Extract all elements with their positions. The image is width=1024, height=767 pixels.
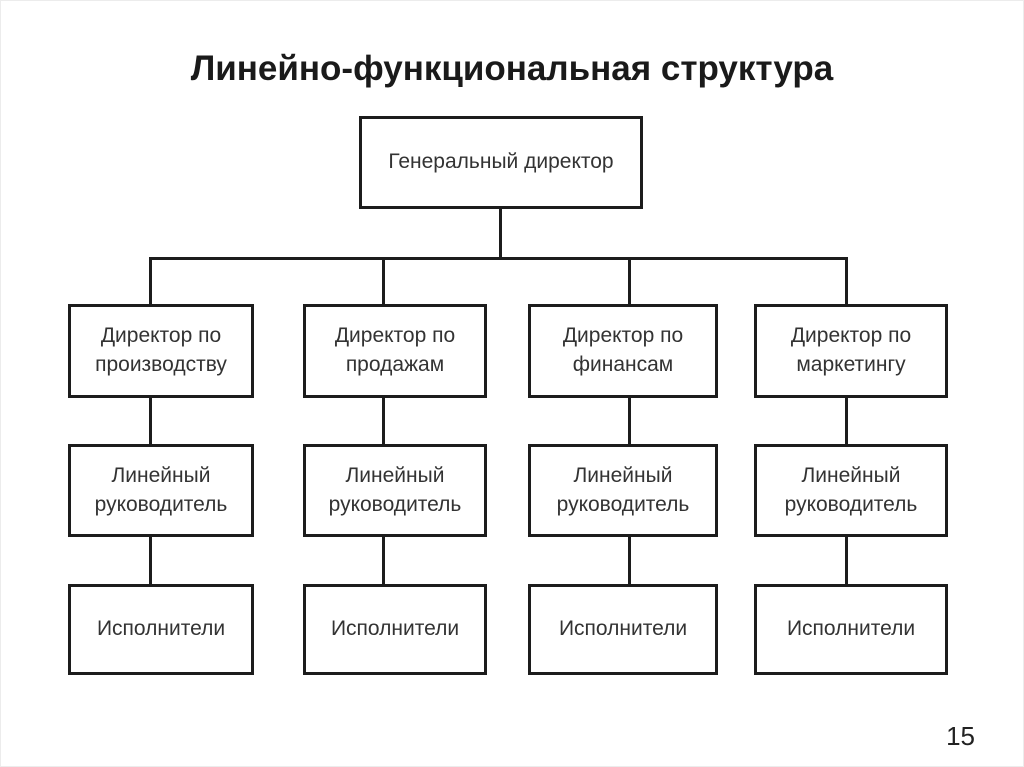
node-director-production: Директор по производству (68, 304, 254, 398)
node-line-manager-4-label: Линейный руководитель (784, 463, 918, 516)
node-director-finance: Директор по финансам (528, 304, 718, 398)
connector-low-4 (845, 536, 848, 585)
page-number: 15 (946, 721, 975, 751)
node-director-finance-label: Директор по финансам (562, 324, 684, 376)
node-executors-3: Исполнители (528, 584, 718, 675)
node-executors-1: Исполнители (68, 584, 254, 675)
connector-low-1 (149, 536, 152, 585)
node-director-sales-label: Директор по продажам (334, 324, 456, 376)
node-executors-3-label: Исполнители (558, 617, 688, 641)
connector-mid-3 (628, 397, 631, 445)
node-general-director: Генеральный директор (359, 116, 643, 209)
node-line-manager-4: Линейный руководитель (754, 444, 948, 537)
node-line-manager-3-label: Линейный руководитель (556, 463, 690, 516)
connector-mid-1 (149, 397, 152, 445)
slide-title: Линейно-функциональная структура (190, 49, 834, 88)
connector-root-stem (499, 209, 502, 258)
node-line-manager-2: Линейный руководитель (303, 444, 487, 537)
node-line-manager-1-label: Линейный руководитель (94, 463, 228, 516)
node-general-director-label: Генеральный директор (388, 150, 614, 174)
node-executors-1-label: Исполнители (96, 617, 226, 641)
node-director-marketing: Директор по маркетингу (754, 304, 948, 398)
node-executors-4-label: Исполнители (786, 617, 916, 641)
node-line-manager-2-label: Линейный руководитель (328, 463, 462, 516)
node-executors-2: Исполнители (303, 584, 487, 675)
node-director-production-label: Директор по производству (95, 324, 227, 376)
node-executors-2-label: Исполнители (330, 617, 460, 641)
connector-drop-2 (382, 257, 385, 305)
connector-drop-4 (845, 257, 848, 305)
node-line-manager-3: Линейный руководитель (528, 444, 718, 537)
connector-drop-1 (149, 257, 152, 305)
connector-low-3 (628, 536, 631, 585)
connector-mid-4 (845, 397, 848, 445)
connector-drop-3 (628, 257, 631, 305)
connector-bus (149, 257, 848, 260)
connector-low-2 (382, 536, 385, 585)
node-executors-4: Исполнители (754, 584, 948, 675)
connector-mid-2 (382, 397, 385, 445)
node-director-marketing-label: Директор по маркетингу (790, 324, 912, 376)
node-director-sales: Директор по продажам (303, 304, 487, 398)
node-line-manager-1: Линейный руководитель (68, 444, 254, 537)
